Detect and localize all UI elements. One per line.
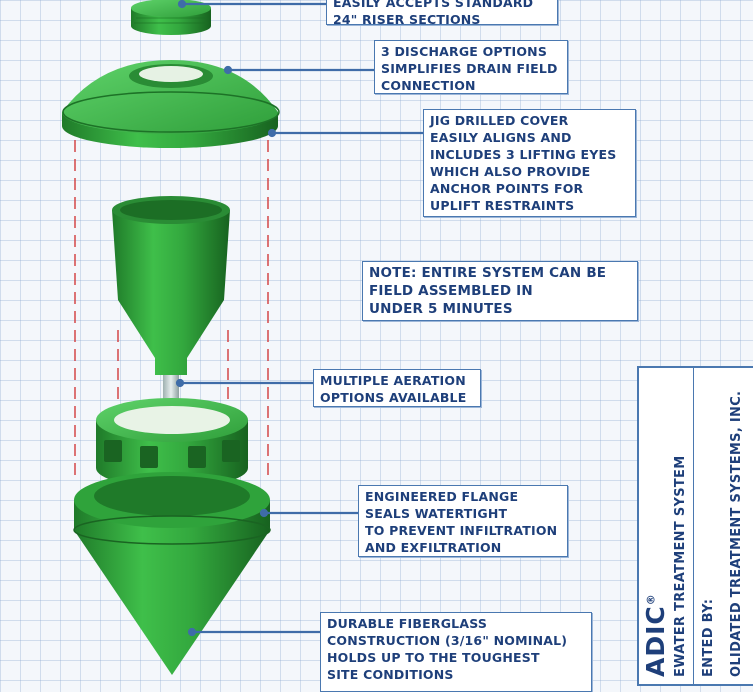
callout-line: JIG DRILLED COVER — [430, 113, 569, 128]
product-name: ADIC® — [641, 593, 670, 677]
aeration-pipe — [163, 375, 179, 401]
callout-line: HOLDS UP TO THE TOUGHEST — [327, 650, 540, 665]
callout-jig-drilled-cover: JIG DRILLED COVER EASILY ALIGNS AND INCL… — [423, 109, 636, 217]
flange-ring — [96, 398, 248, 488]
callout-aeration-options: MULTIPLE AERATION OPTIONS AVAILABLE — [313, 369, 481, 407]
callout-engineered-flange: ENGINEERED FLANGE SEALS WATERTIGHT TO PR… — [358, 485, 568, 557]
leader-lines — [175, 0, 425, 637]
callout-line: MULTIPLE AERATION — [320, 373, 466, 388]
callout-line: UNDER 5 MINUTES — [369, 301, 513, 317]
callout-line: SIMPLIFIES DRAIN FIELD — [381, 61, 558, 76]
callout-line: 3 DISCHARGE OPTIONS — [381, 44, 548, 59]
callout-line: 24" RISER SECTIONS — [333, 12, 481, 27]
company-name: OLIDATED TREATMENT SYSTEMS, INC. — [729, 390, 744, 677]
callout-line: WHICH ALSO PROVIDE — [430, 164, 591, 179]
callout-line: CONNECTION — [381, 78, 476, 93]
callout-discharge-options: 3 DISCHARGE OPTIONS SIMPLIFIES DRAIN FIE… — [374, 40, 568, 94]
callout-line: INCLUDES 3 LIFTING EYES — [430, 147, 617, 162]
inner-funnel — [112, 196, 230, 375]
callout-line: EASILY ALIGNS AND — [430, 130, 572, 145]
callout-line: TO PREVENT INFILTRATION — [365, 523, 558, 538]
riser-cap — [131, 0, 211, 35]
exploded-assembly-drawing — [62, 0, 425, 675]
product-subtitle: EWATER TREATMENT SYSTEM — [673, 455, 688, 677]
callout-durable-fiberglass: DURABLE FIBERGLASS CONSTRUCTION (3/16" N… — [320, 612, 592, 692]
cover-lid — [62, 60, 280, 148]
callout-line: OPTIONS AVAILABLE — [320, 390, 467, 405]
callout-line: ENGINEERED FLANGE — [365, 489, 519, 504]
presented-by-label: ENTED BY: — [701, 598, 716, 677]
callout-line: EASILY ACCEPTS STANDARD — [333, 0, 534, 10]
callout-line: FIELD ASSEMBLED IN — [369, 283, 533, 299]
title-block: ADIC® EWATER TREATMENT SYSTEM ENTED BY: … — [637, 366, 753, 686]
callout-line: CONSTRUCTION (3/16" NOMINAL) — [327, 633, 568, 648]
callout-line: DURABLE FIBERGLASS — [327, 616, 488, 631]
registered-mark: ® — [644, 593, 658, 606]
callout-line: SEALS WATERTIGHT — [365, 506, 508, 521]
callout-line: UPLIFT RESTRAINTS — [430, 198, 575, 213]
main-tank — [73, 472, 271, 675]
callout-line: ANCHOR POINTS FOR — [430, 181, 584, 196]
callout-line: AND EXFILTRATION — [365, 540, 502, 555]
title-block-divider — [693, 368, 694, 684]
callout-riser-sections: EASILY ACCEPTS STANDARD 24" RISER SECTIO… — [326, 0, 558, 27]
callout-line: NOTE: ENTIRE SYSTEM CAN BE — [369, 265, 607, 281]
callout-assembly-note: NOTE: ENTIRE SYSTEM CAN BE FIELD ASSEMBL… — [362, 261, 638, 321]
